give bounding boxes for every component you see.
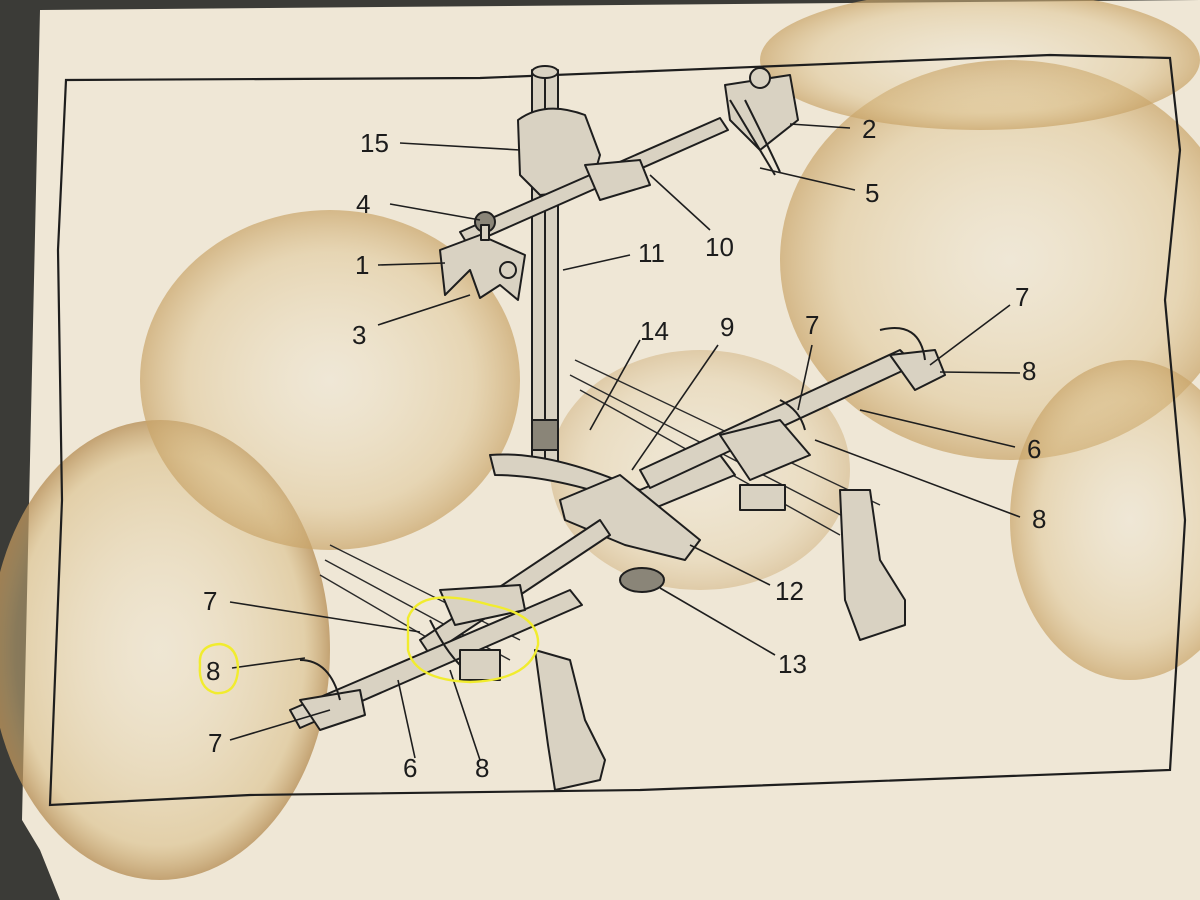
highlight-annotations [198,596,540,695]
highlight-circle [198,642,240,695]
right-wheel-tray [639,327,946,641]
leader-lines [229,123,1021,761]
callout-1: 1 [355,250,369,280]
hook-clamp [439,211,526,301]
callout-9: 9 [720,312,734,342]
callout-8-right-top: 8 [1022,356,1036,386]
callout-8-left-highlighted: 8 [206,656,220,686]
callout-labels: 15 2 5 4 1 10 11 3 14 9 7 7 8 6 8 12 7 8… [203,114,1046,783]
frame-holder [724,67,799,176]
callout-13: 13 [778,649,807,679]
callout-8-bottom: 8 [475,753,489,783]
left-wheel-tray [289,584,606,791]
callout-7-top: 7 [805,310,819,340]
callout-3: 3 [352,320,366,350]
highlight-ellipse [406,596,540,684]
callout-6-bottom: 6 [403,753,417,783]
rack-drawing [289,65,946,791]
callout-7-bottom: 7 [208,728,222,758]
callout-4: 4 [356,189,370,219]
callout-5: 5 [865,178,879,208]
callout-10: 10 [705,232,734,262]
callout-2: 2 [862,114,876,144]
callout-7-left: 7 [203,586,217,616]
callout-8-right-bottom: 8 [1032,504,1046,534]
callout-14: 14 [640,316,669,346]
callout-11: 11 [638,238,665,268]
callout-7-right: 7 [1015,282,1029,312]
callout-12: 12 [775,576,804,606]
diagram-border [48,53,1187,807]
callout-15: 15 [360,128,389,158]
callout-6-right: 6 [1027,434,1041,464]
